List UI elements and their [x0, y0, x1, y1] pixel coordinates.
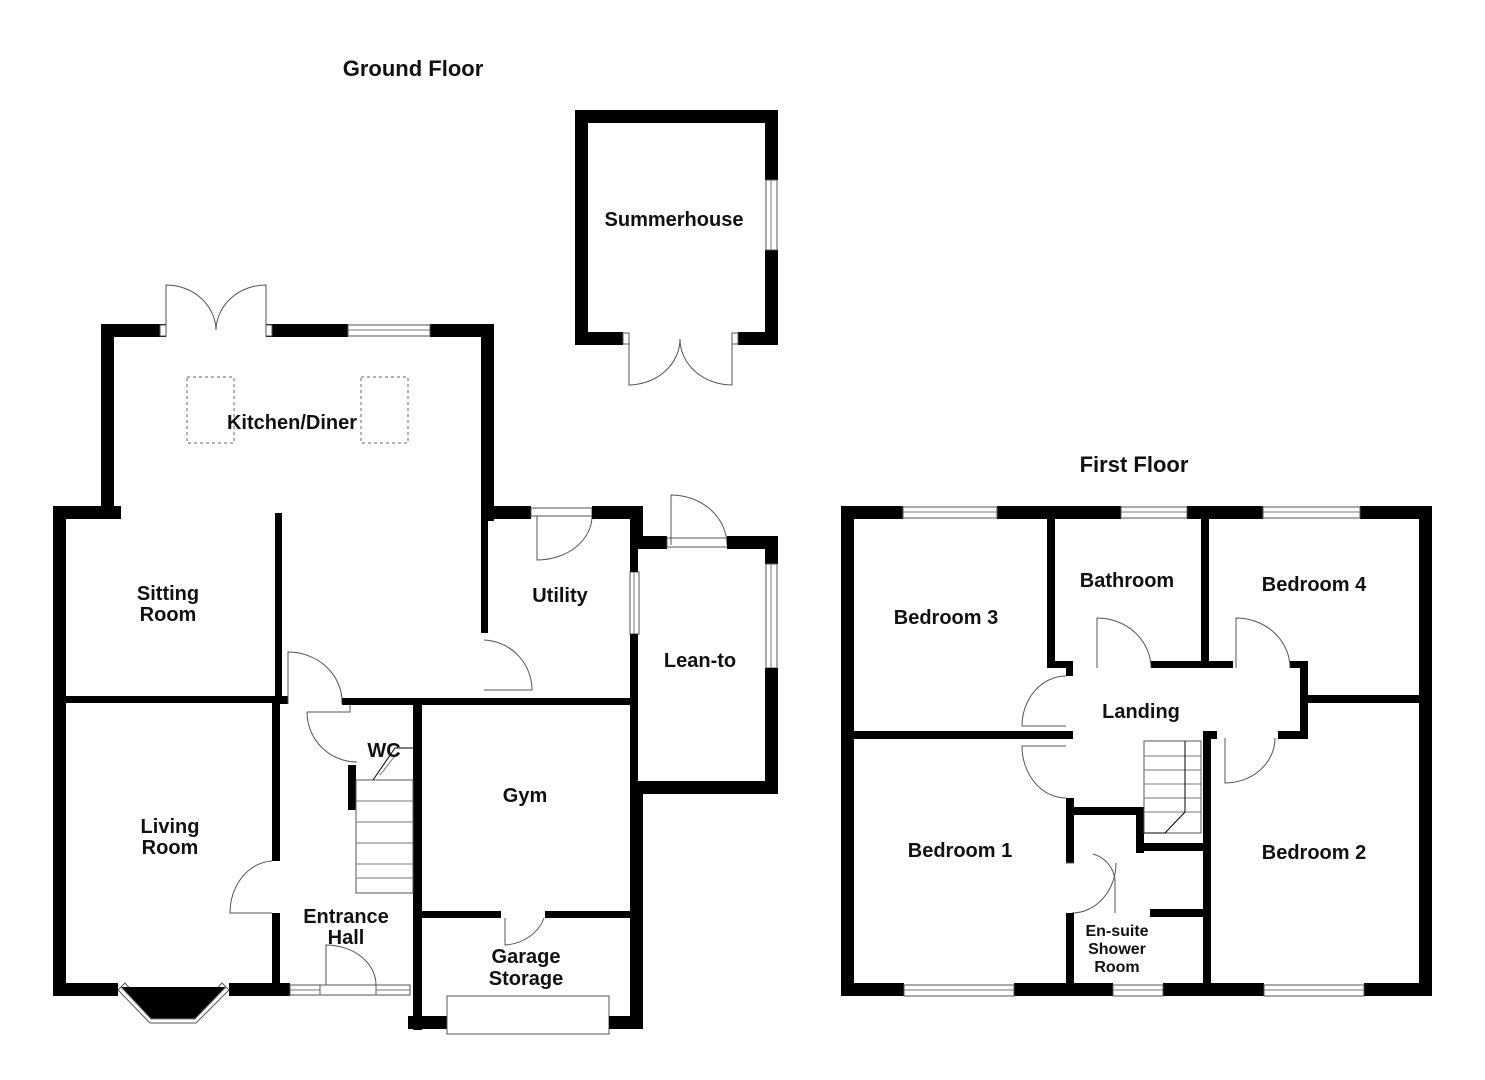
- entrance-side-window-left: [289, 984, 321, 996]
- ensuite-window: [1112, 984, 1164, 997]
- room-label-garage-storage-line1: Garage: [492, 946, 561, 968]
- living-room-bay-window: [117, 982, 230, 1024]
- room-label-living-room-line1: Living: [141, 816, 200, 838]
- skylight-right: [360, 376, 409, 444]
- entrance-side-window-right: [375, 984, 411, 996]
- room-label-bedroom-2: Bedroom 2: [1262, 842, 1366, 864]
- room-label-summerhouse: Summerhouse: [605, 209, 744, 231]
- room-label-entrance-hall-line1: Entrance: [303, 906, 389, 928]
- lean-to-window: [765, 563, 778, 669]
- room-label-ensuite-line3: Room: [1094, 959, 1139, 976]
- first-floor-stairs: [1143, 740, 1202, 834]
- room-label-living-room-line2: Room: [142, 837, 199, 859]
- room-label-sitting-room-line2: Room: [140, 604, 197, 626]
- room-label-entrance-hall-line2: Hall: [328, 927, 365, 949]
- first-floor-title: First Floor: [1080, 452, 1189, 477]
- room-label-utility: Utility: [532, 585, 588, 607]
- bedroom2-window: [1263, 984, 1365, 997]
- room-label-bedroom-4: Bedroom 4: [1262, 574, 1367, 596]
- bathroom-window: [1120, 506, 1188, 519]
- utility-top-door: [530, 507, 593, 561]
- bedroom4-window: [1262, 506, 1361, 519]
- room-label-ensuite-line1: En-suite: [1085, 923, 1148, 940]
- room-label-wc: WC: [367, 740, 400, 762]
- bedroom1-window: [903, 984, 1015, 997]
- ground-floor-stairs: [355, 747, 414, 894]
- garage-door: [446, 995, 610, 1035]
- lean-to-door: [666, 494, 730, 548]
- summerhouse-window: [765, 179, 778, 251]
- kitchen-window: [347, 324, 431, 337]
- bedroom3-window: [902, 506, 998, 519]
- skylight-left: [186, 376, 235, 444]
- ground-floor-plan: [53, 284, 778, 1035]
- room-label-landing: Landing: [1102, 701, 1180, 723]
- first-floor-plan: [841, 506, 1432, 997]
- room-label-bedroom-3: Bedroom 3: [894, 607, 998, 629]
- room-label-bathroom: Bathroom: [1080, 570, 1174, 592]
- summerhouse-block: [575, 110, 778, 386]
- room-label-kitchen-diner: Kitchen/Diner: [227, 412, 357, 434]
- room-label-sitting-room-line1: Sitting: [137, 583, 199, 605]
- ground-floor-title: Ground Floor: [343, 56, 484, 81]
- kitchen-french-doors: [159, 284, 273, 337]
- entrance-front-door: [319, 944, 377, 996]
- room-label-ensuite-line2: Shower: [1088, 941, 1146, 958]
- room-label-garage-storage-line2: Storage: [489, 968, 563, 990]
- summerhouse-french-doors: [622, 332, 739, 386]
- room-label-gym: Gym: [503, 785, 547, 807]
- utility-window: [629, 571, 640, 635]
- room-label-bedroom-1: Bedroom 1: [908, 840, 1012, 862]
- room-label-lean-to: Lean-to: [664, 650, 736, 672]
